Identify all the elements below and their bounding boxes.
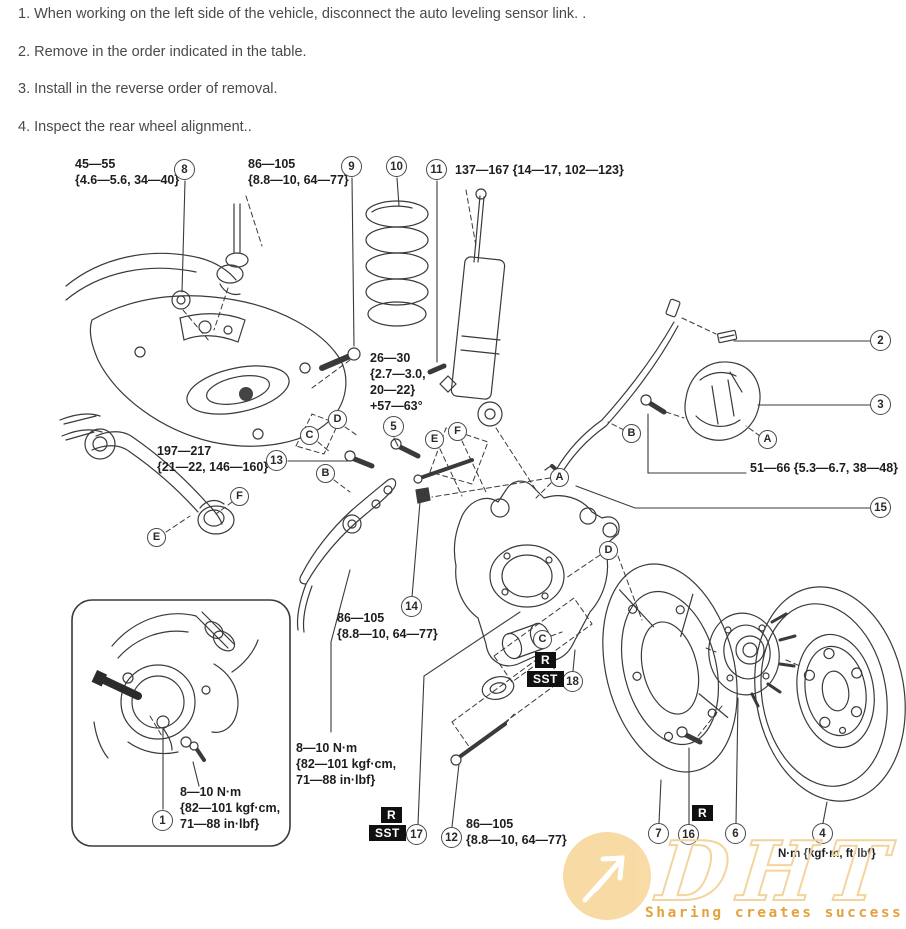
instruction-step: 2. Remove in the order indicated in the … — [18, 43, 307, 60]
instruction-step: 3. Install in the reverse order of remov… — [18, 81, 278, 97]
callout-10: 10 — [386, 156, 407, 177]
upper-arm — [64, 416, 234, 534]
callout-14: 14 — [401, 596, 422, 617]
torque-label-abs-sensor-inset: 8—10 N·m {82—101 kgf·cm, 71—88 in·lbf} — [180, 785, 281, 831]
letter-callout-d: D — [328, 410, 347, 429]
replace-badge: R — [535, 652, 557, 668]
knuckle — [454, 481, 619, 703]
callout-7: 7 — [648, 823, 669, 844]
torque-label-toe-link: 86—105 {8.8—10, 64—77} — [337, 611, 438, 641]
letter-callout-a: A — [550, 468, 569, 487]
callout-15: 15 — [870, 497, 891, 518]
callout-17: 17 — [406, 824, 427, 845]
callout-5: 5 — [383, 416, 404, 437]
dust-shield — [582, 550, 757, 787]
letter-callout-d: D — [599, 541, 618, 560]
watermark-slogan: Sharing creates success — [645, 905, 904, 921]
parking-brake-cable — [545, 299, 737, 478]
torque-label-upper-arm: 197—217 {21—22, 146—160} — [157, 444, 269, 474]
coil-spring — [366, 201, 428, 326]
callout-12: 12 — [441, 827, 462, 848]
torque-label-upper-mount-nut: 45—55 {4.6—5.6, 34—40} — [75, 157, 180, 187]
letter-callout-b: B — [622, 424, 641, 443]
wheel-hub — [702, 608, 795, 706]
instruction-step: 4. Inspect the rear wheel alignment.. — [18, 118, 252, 135]
torque-label-abs-sensor: 8—10 N·m {82—101 kgf·cm, 71—88 in·lbf} — [296, 741, 397, 787]
callout-16: 16 — [678, 824, 699, 845]
units-note: N·m {kgf·m, ft·lbf} — [778, 848, 876, 860]
callout-8: 8 — [174, 159, 195, 180]
arrow-icon — [582, 855, 625, 903]
letter-callout-b: B — [316, 464, 335, 483]
stabilizer-link — [172, 204, 248, 309]
callout-13: 13 — [266, 450, 287, 471]
letter-callout-e: E — [425, 430, 444, 449]
callout-2: 2 — [870, 330, 891, 351]
letter-callout-e: E — [147, 528, 166, 547]
instruction-list: 1. When working on the left side of the … — [18, 6, 888, 156]
instruction-step: 1. When working on the left side of the … — [18, 6, 587, 22]
callout-18: 18 — [562, 671, 583, 692]
letter-callout-c: C — [300, 426, 319, 445]
trailing-arm — [297, 479, 395, 632]
sst-badge: SST — [369, 825, 406, 841]
letter-callout-f: F — [230, 487, 249, 506]
callout-11: 11 — [426, 159, 447, 180]
torque-label-lower-arm-bolt: 86—105 {8.8—10, 64—77} — [248, 157, 349, 187]
subframe-lower-arm — [60, 253, 346, 446]
brake-caliper — [685, 362, 760, 440]
brake-rotor — [738, 575, 906, 813]
callout-9: 9 — [341, 156, 362, 177]
letter-callout-a: A — [758, 430, 777, 449]
replace-badge: R — [381, 807, 403, 823]
sst-badge: SST — [527, 671, 564, 687]
letter-callout-f: F — [448, 422, 467, 441]
torque-label-caliper-bolt: 51—66 {5.3—6.7, 38—48} — [750, 461, 899, 475]
torque-label-shock-upper: 137—167 {14—17, 102—123} — [455, 163, 624, 177]
shock-absorber — [451, 189, 505, 426]
callout-4: 4 — [812, 823, 833, 844]
callout-1: 1 — [152, 810, 173, 831]
replace-badge: R — [692, 805, 714, 821]
torque-label-lateral-link: 86—105 {8.8—10, 64—77} — [466, 817, 567, 847]
callout-leader-lines — [163, 178, 870, 827]
torque-label-shock-lower: 26—30 {2.7—3.0, 20—22} +57—63° — [370, 351, 426, 413]
letter-callout-c: C — [533, 630, 552, 649]
callout-6: 6 — [725, 823, 746, 844]
callout-3: 3 — [870, 394, 891, 415]
watermark-circle — [563, 832, 651, 920]
